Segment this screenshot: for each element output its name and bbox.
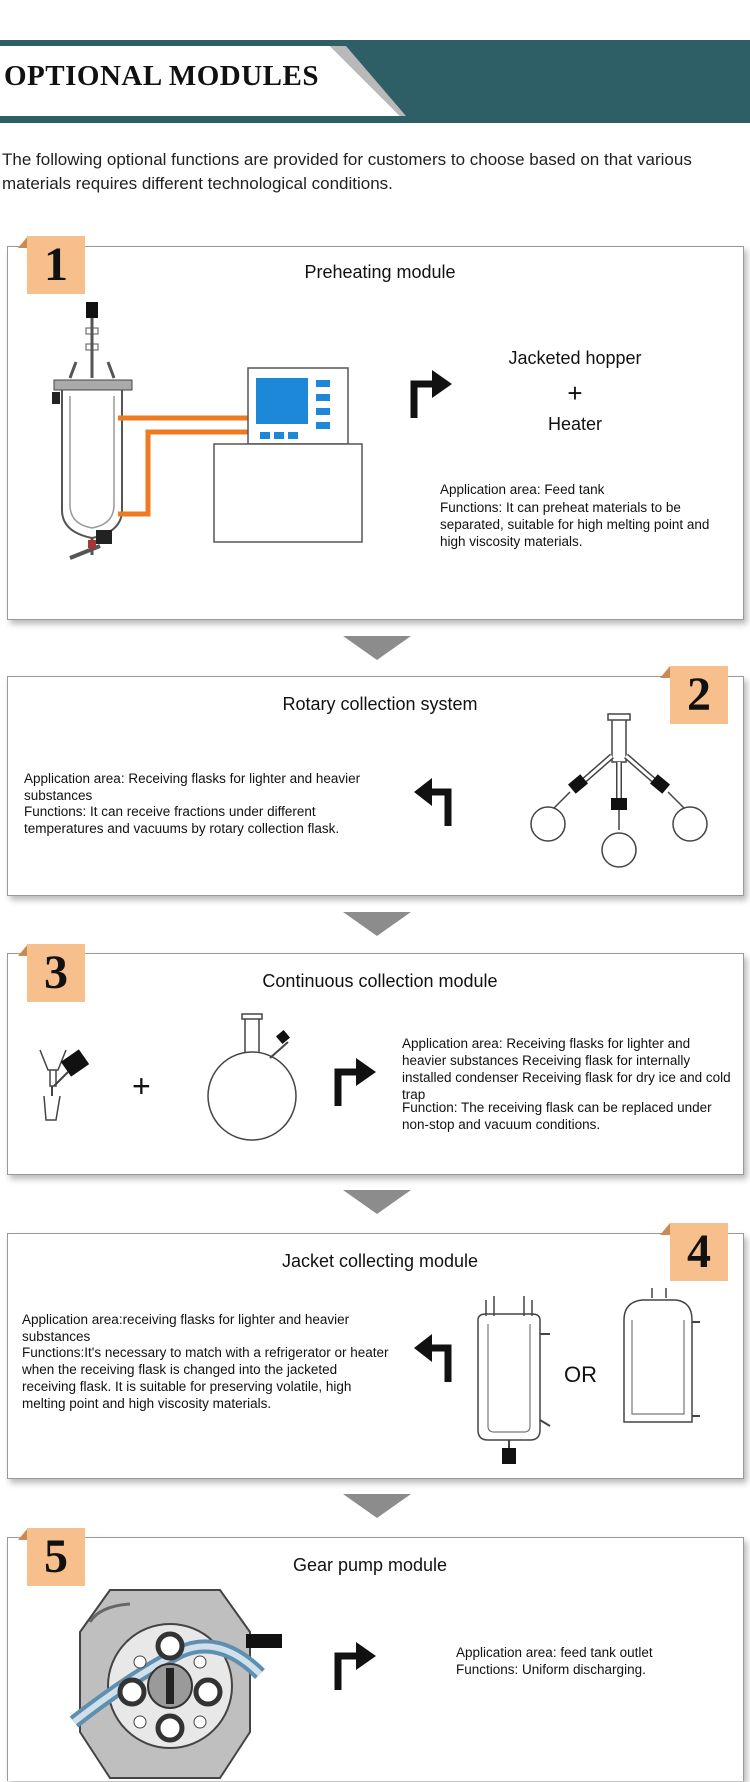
down-chevron-icon (343, 1494, 411, 1518)
round-flask-icon (207, 1013, 297, 1141)
module-card-jacket (7, 1233, 744, 1479)
badge-fold (18, 1528, 28, 1540)
functions-text: Function: The receiving flask can be rep… (402, 1100, 712, 1132)
combo-plus-label: + (567, 378, 583, 408)
functions-text: Functions:It's necessary to match with a… (22, 1345, 389, 1411)
arrow-turn-left-icon (414, 778, 452, 826)
arrow-turn-right-icon (334, 1058, 376, 1106)
header-title-plate (0, 46, 330, 116)
badge-fold (660, 1223, 670, 1235)
down-chevron-icon (343, 1190, 411, 1214)
module-number-badge: 4 (670, 1223, 728, 1281)
intro-text: The following optional functions are pro… (2, 150, 692, 193)
module-number-badge: 5 (27, 1528, 85, 1586)
jacketed-flask-icon (477, 1296, 551, 1464)
application-text: Application area: Receiving flasks for l… (402, 1036, 731, 1102)
arrow-turn-right-icon (334, 1642, 376, 1690)
or-label: OR (564, 1362, 597, 1387)
arrow-turn-left-icon (414, 1334, 452, 1382)
jacketed-vessel-icon (623, 1288, 700, 1423)
gear-pump-icon (69, 1589, 282, 1779)
combo-bottom-label: Heater (547, 414, 603, 434)
adapter-valve-icon (39, 1049, 90, 1121)
plus-label: + (132, 1068, 151, 1104)
down-chevron-icon (343, 912, 411, 936)
application-text: Application area: feed tank outlet (456, 1645, 653, 1660)
functions-text: Functions: Uniform discharging. (456, 1662, 646, 1677)
page-title: OPTIONAL MODULES (4, 60, 319, 92)
down-chevron-icon (343, 636, 411, 660)
functions-text: Functions: It can preheat materials to b… (440, 500, 710, 549)
module-title: Jacket collecting module (281, 1251, 479, 1271)
heater-unit-icon (213, 367, 363, 543)
module-card-continuous (7, 953, 744, 1175)
heating-hoses (118, 415, 248, 517)
rotary-collector-icon (530, 713, 708, 868)
application-text: Application area: Receiving flasks for l… (24, 771, 361, 803)
module-number-badge: 1 (27, 236, 85, 294)
application-text: Application area: Feed tank (440, 482, 605, 497)
functions-text: Functions: It can receive fractions unde… (24, 804, 340, 836)
application-text: Application area:receiving flasks for li… (22, 1312, 350, 1344)
badge-fold (660, 666, 670, 678)
module-title: Rotary collection system (282, 694, 478, 714)
module-title: Continuous collection module (262, 971, 498, 991)
combo-top-label: Jacketed hopper (508, 348, 642, 368)
module-title: Gear pump module (292, 1555, 448, 1575)
module-card-preheating (7, 246, 744, 620)
header-slant-decoration (320, 46, 406, 116)
arrow-turn-right-icon (410, 370, 452, 418)
badge-fold (18, 944, 28, 956)
module-number-badge: 2 (670, 666, 728, 724)
badge-fold (18, 236, 28, 248)
jacketed-reactor-icon (52, 302, 133, 560)
module-title: Preheating module (304, 262, 456, 282)
module-number-badge: 3 (27, 944, 85, 1002)
